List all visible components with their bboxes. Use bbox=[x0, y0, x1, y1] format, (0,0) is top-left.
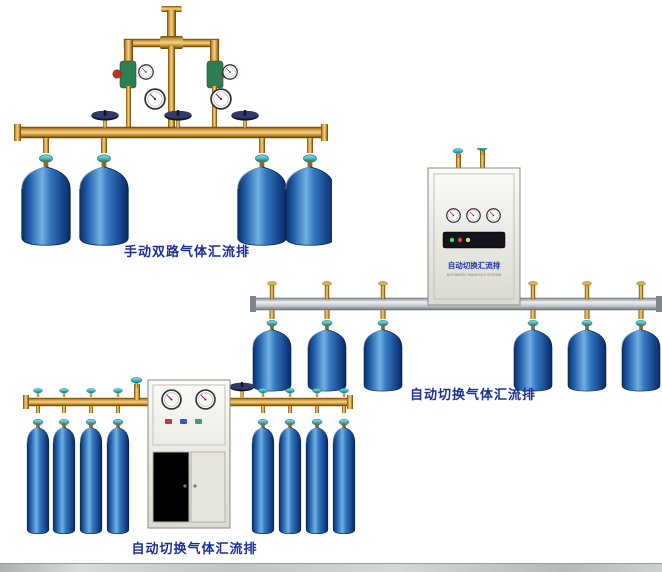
pressure-gauge-icon bbox=[138, 64, 154, 80]
cylinder-takeoffs bbox=[33, 388, 349, 413]
pressure-gauge-icon bbox=[144, 88, 166, 110]
status-light-icon bbox=[180, 419, 187, 424]
handwheel-valve-icon bbox=[231, 109, 259, 128]
product-caption-manual-dual: 手动双路气体汇流排 bbox=[123, 244, 250, 259]
control-cabinet bbox=[147, 379, 231, 529]
cabinet-door bbox=[152, 451, 190, 523]
gas-cylinder bbox=[278, 418, 302, 535]
product-caption-auto-floor: 自动切换气体汇流排 bbox=[131, 541, 258, 556]
pressure-gauge-icon bbox=[466, 208, 481, 223]
manual-dual-manifold-image bbox=[14, 6, 332, 246]
gas-cylinder bbox=[106, 418, 130, 535]
valve-knob-icon bbox=[130, 377, 143, 388]
right-pressure-regulator bbox=[206, 60, 238, 130]
cabinet-label: 自动切换汇流排 bbox=[448, 260, 501, 270]
gas-cylinder bbox=[21, 154, 71, 246]
gas-cylinder bbox=[621, 319, 661, 392]
auto-switch-wall-manifold-image: 自动切换汇流排 AUTOMATIC MANIFOLD SYSTEM bbox=[250, 148, 662, 392]
gas-cylinder bbox=[513, 319, 553, 392]
status-light-icon bbox=[465, 237, 471, 243]
gas-cylinder bbox=[332, 418, 356, 535]
gas-cylinder bbox=[567, 319, 607, 392]
left-pressure-regulator bbox=[112, 60, 166, 130]
inlet-riser bbox=[134, 384, 140, 400]
gas-cylinder bbox=[26, 418, 50, 535]
handwheel-valve-icon bbox=[91, 109, 119, 128]
pressure-gauge-icon bbox=[486, 208, 501, 223]
pressure-gauge-icon bbox=[446, 208, 461, 223]
inlet-piping bbox=[123, 6, 220, 130]
valve-knob-icon bbox=[452, 148, 464, 158]
valve-knob-icon bbox=[476, 148, 488, 155]
page-bottom-strip bbox=[0, 563, 662, 572]
control-cabinet: 自动切换汇流排 AUTOMATIC MANIFOLD SYSTEM bbox=[427, 148, 521, 306]
manifold-header-pipe bbox=[14, 124, 328, 141]
pressure-gauge-icon bbox=[222, 64, 238, 80]
status-light-icon bbox=[165, 419, 172, 424]
product-caption-auto-wall: 自动切换气体汇流排 bbox=[409, 387, 536, 402]
pressure-gauge-icon bbox=[210, 88, 232, 110]
gas-cylinder bbox=[305, 418, 329, 535]
door-knob-icon bbox=[193, 484, 197, 488]
cabinet-sublabel: AUTOMATIC MANIFOLD SYSTEM bbox=[447, 273, 502, 277]
cylinder-risers bbox=[43, 138, 313, 153]
gas-cylinder bbox=[52, 418, 76, 535]
status-light-icon bbox=[457, 237, 463, 243]
gas-cylinder bbox=[251, 418, 275, 535]
pressure-gauge-icon bbox=[195, 389, 216, 410]
status-light-icon bbox=[449, 237, 455, 243]
pressure-gauge-icon bbox=[161, 389, 182, 410]
status-light-icon bbox=[195, 419, 202, 424]
gas-cylinder bbox=[79, 154, 129, 246]
indicator-panel bbox=[442, 231, 506, 249]
door-knob-icon bbox=[183, 484, 187, 488]
auto-switch-floor-manifold-image bbox=[23, 377, 356, 535]
gas-cylinder bbox=[79, 418, 103, 535]
cabinet-door bbox=[190, 451, 226, 523]
gas-cylinder bbox=[363, 319, 403, 392]
handwheel-valve-icon bbox=[229, 381, 255, 398]
cylinder-valves bbox=[267, 281, 646, 319]
